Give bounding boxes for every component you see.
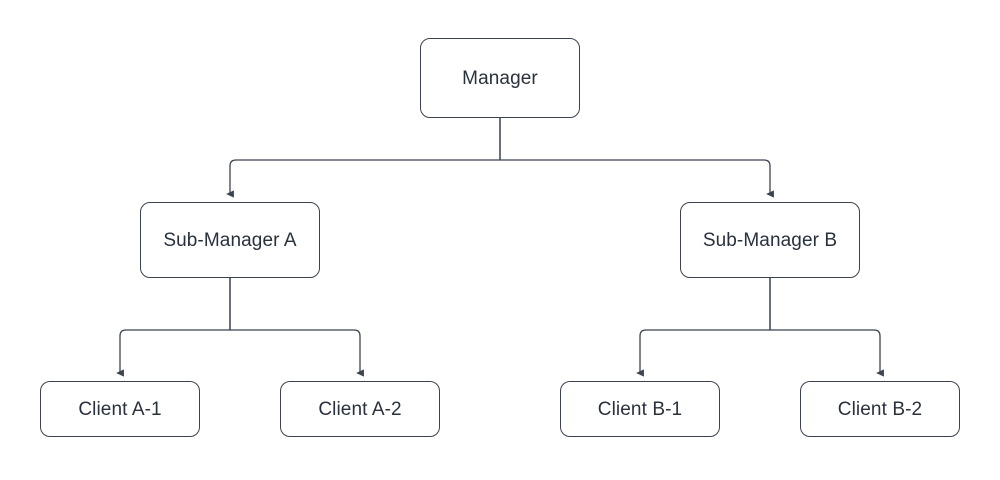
node-client-b-1[interactable]: Client B-1: [560, 381, 720, 437]
node-manager-label: Manager: [462, 67, 538, 89]
edge-submanager-b-to-client-b2: [769, 278, 884, 377]
node-sub-manager-b-label: Sub-Manager B: [702, 229, 838, 251]
node-client-a-1[interactable]: Client A-1: [40, 381, 200, 437]
node-client-a-1-label: Client A-1: [78, 398, 162, 420]
edge-manager-to-submanager-a: [226, 118, 501, 198]
node-sub-manager-a-label: Sub-Manager A: [163, 229, 297, 251]
node-sub-manager-b[interactable]: Sub-Manager B: [680, 202, 860, 278]
node-client-b-1-label: Client B-1: [597, 398, 683, 420]
node-client-b-2[interactable]: Client B-2: [800, 381, 960, 437]
edge-manager-to-submanager-b: [499, 118, 774, 198]
node-manager[interactable]: Manager: [420, 38, 580, 118]
node-client-a-2-label: Client A-2: [318, 398, 402, 420]
node-sub-manager-a[interactable]: Sub-Manager A: [140, 202, 320, 278]
edge-submanager-a-to-client-a1: [116, 278, 231, 377]
edge-submanager-a-to-client-a2: [229, 278, 364, 377]
edge-submanager-b-to-client-b1: [636, 278, 771, 377]
node-client-b-2-label: Client B-2: [837, 398, 923, 420]
node-client-a-2[interactable]: Client A-2: [280, 381, 440, 437]
